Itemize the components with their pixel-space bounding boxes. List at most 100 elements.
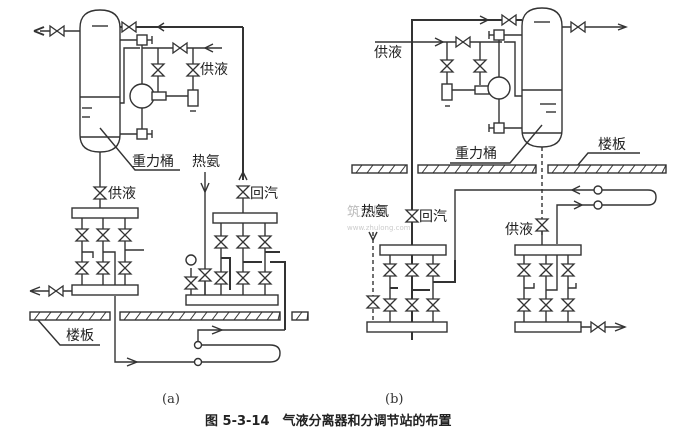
floor-hatch-line [498,164,506,174]
label-return-gas-b: 回汽 [419,209,447,225]
panel-a: 供液 重力桶 热氨 供液 [29,9,309,407]
pressure-gauge-icon [185,254,197,266]
floor-hatch-line [377,164,385,174]
floor-hatch-line [55,311,63,321]
label-floor-b: 楼板 [598,137,626,153]
label-hot-ammonia-b: 热氨 [361,204,389,220]
floor-hatch-line [595,164,603,174]
arrow-right-icon [479,15,490,25]
arrow-left-icon [29,286,41,296]
collector-header-a [71,284,139,296]
valve-icon [151,63,165,77]
valve-icon [535,218,549,232]
label-floor-a: 楼板 [66,328,94,344]
arrow-right-icon [211,325,224,335]
floor-hatch-line [255,311,263,321]
floor-hatch-line [650,164,658,174]
floor-hatch-line [99,311,107,321]
figure-caption: 图 5-3-14 气液分离器和分调节站的布置 [205,413,452,429]
label-supply-a-bottom: 供液 [108,186,136,202]
floor-hatch-line [399,164,407,174]
arrow-right-icon [573,200,584,210]
valve-icon [93,186,107,200]
floor-hatch-line [277,311,281,321]
station-b-liquid-branches [517,255,577,322]
floor-hatch-line [584,164,592,174]
floor-hatch-line [123,311,131,321]
floor-hatch-line [44,311,52,321]
floor-hatch-line [639,164,647,174]
floor-hatch-line [562,164,570,174]
label-supply-b-bottom: 供液 [505,222,533,238]
floor-slab-a [29,311,309,321]
valve-icon [590,321,606,333]
floor-hatch-line [573,164,581,174]
arrow-down-icon [368,231,378,242]
arrow-right-icon [434,37,445,47]
floor-hatch-line [487,164,495,174]
floor-hatch-line [617,164,625,174]
valve-icon [48,285,64,297]
label-supply-b-top: 供液 [374,45,402,61]
collector-header-b [514,321,582,333]
floor-hatch-line [266,311,274,321]
floor-hatch-line [661,164,667,174]
floor-hatch-line [465,164,473,174]
floor-hatch-line [520,164,528,174]
floor-hatch-line [366,164,374,174]
valve-icon [440,59,454,73]
solenoid-valve-icon [455,36,471,48]
valve-icon [405,209,419,223]
valve-icon [186,63,200,77]
float-ball [129,83,155,109]
floor-hatch-line [628,164,636,174]
label-return-gas-a: 回汽 [250,186,278,202]
supply-header-b [514,244,582,256]
arrow-down-icon [200,182,210,194]
floor-hatch-line [531,164,537,174]
floor-hatch-line [388,164,396,174]
floor-hatch-line [178,311,186,321]
floor-hatch-line [77,311,85,321]
valve-icon [570,21,586,33]
hot-gas-header-b [366,321,448,333]
gravity-tank-vessel-b [521,7,563,148]
arrow-right-icon [614,322,627,332]
floor-hatch-line [145,311,153,321]
station-a-liquid-branches [75,218,144,285]
floor-hatch-line [244,311,252,321]
floor-hatch-line [33,311,41,321]
valve-icon [121,21,137,33]
panel-b-sublabel: (b) [385,392,403,407]
floor-hatch-line [454,164,462,174]
floor-hatch-line [211,311,219,321]
floor-hatch-line [66,311,74,321]
floor-hatch-line [134,311,142,321]
floor-hatch-line [476,164,484,174]
floor-hatch-line [551,164,559,174]
arrow-left-icon [157,22,165,32]
solenoid-valve-icon [172,42,188,54]
label-gravity-tank-b: 重力桶 [455,146,497,162]
floor-hatch-line [606,164,614,174]
floor-hatch-line [88,311,96,321]
label-hot-ammonia-a: 热氨 [192,154,220,170]
floor-hatch-line [443,164,451,174]
station-a-gas-branches [184,223,286,330]
float-ball [487,76,511,100]
floor-hatch-line [156,311,164,321]
floor-hatch-line [421,164,429,174]
return-header-a [212,212,278,224]
return-header-b [379,244,447,256]
floor-hatch-line [432,164,440,174]
watermark-url: www.zhulong.com [347,224,411,232]
watermark: 筑龙网 [347,204,386,220]
station-b-gas-branches [366,231,456,322]
arrow-left-icon [204,43,214,53]
arrow-left-icon [33,26,45,36]
valve-icon [473,59,487,73]
panel-b: 供液 重力桶 楼板 [347,7,667,407]
floor-hatch-line [306,311,309,321]
hot-gas-header-a [185,294,279,306]
floor-hatch-line [222,311,230,321]
